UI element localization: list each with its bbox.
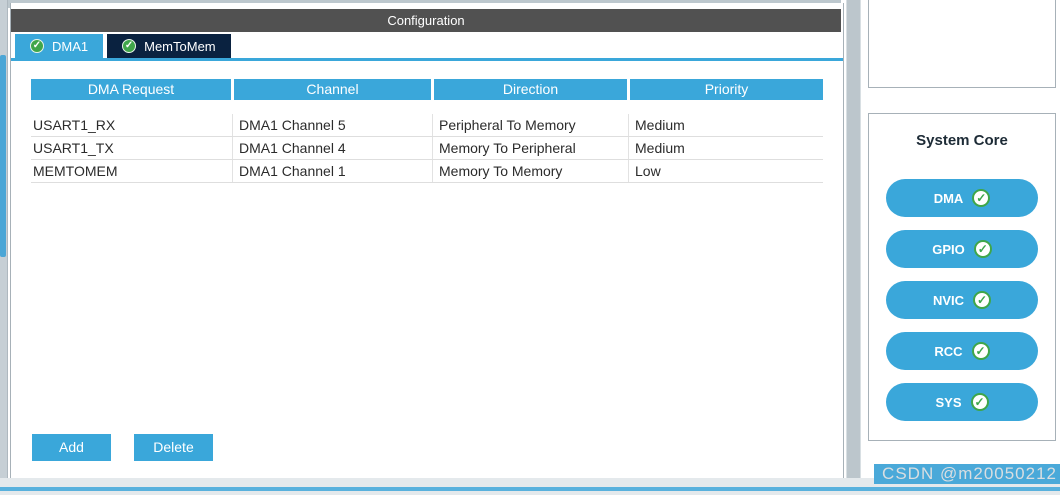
- watermark: CSDN @m20050212: [874, 464, 1060, 484]
- dma-request-table: DMA Request Channel Direction Priority U…: [31, 79, 823, 183]
- column-header-dma-request: DMA Request: [31, 79, 231, 100]
- table-row[interactable]: USART1_TX DMA1 Channel 4 Memory To Perip…: [31, 137, 823, 160]
- cell-dma-request[interactable]: USART1_RX: [33, 117, 116, 133]
- peripheral-button-sys[interactable]: SYS ✓: [886, 383, 1038, 421]
- cell-priority[interactable]: Medium: [628, 137, 823, 159]
- cell-priority[interactable]: Medium: [628, 114, 823, 136]
- check-icon: ✓: [973, 291, 992, 309]
- peripheral-label: NVIC: [932, 292, 965, 308]
- check-icon: ✓: [971, 342, 990, 360]
- check-icon: ✓: [973, 240, 992, 258]
- cell-channel[interactable]: DMA1 Channel 5: [232, 114, 431, 136]
- column-header-channel: Channel: [234, 79, 431, 100]
- cell-channel[interactable]: DMA1 Channel 1: [232, 160, 431, 182]
- configuration-panel: Configuration ✓ DMA1 ✓ MemToMem DMA Requ…: [10, 3, 844, 479]
- side-empty-box: [868, 0, 1056, 88]
- check-icon: ✓: [970, 393, 989, 411]
- tab-underline: [11, 58, 843, 61]
- table-header-row: DMA Request Channel Direction Priority: [31, 79, 823, 100]
- system-core-panel: System Core DMA ✓ GPIO ✓ NVIC ✓ RCC ✓ SY…: [868, 113, 1056, 441]
- column-header-direction: Direction: [434, 79, 627, 100]
- table-row[interactable]: USART1_RX DMA1 Channel 5 Peripheral To M…: [31, 114, 823, 137]
- cell-dma-request[interactable]: MEMTOMEM: [33, 163, 118, 179]
- cell-priority[interactable]: Low: [628, 160, 823, 182]
- peripheral-button-dma[interactable]: DMA ✓: [886, 179, 1038, 217]
- left-scrollbar-thumb[interactable]: [0, 55, 6, 257]
- tab-label: DMA1: [52, 38, 89, 54]
- table-row[interactable]: MEMTOMEM DMA1 Channel 1 Memory To Memory…: [31, 160, 823, 183]
- left-scrollbar-track[interactable]: [0, 0, 8, 495]
- add-button[interactable]: Add: [32, 434, 111, 461]
- check-icon: ✓: [122, 39, 137, 53]
- system-core-title: System Core: [916, 132, 1008, 149]
- tab-label: MemToMem: [144, 38, 216, 54]
- tab-dma1[interactable]: ✓ DMA1: [15, 34, 104, 58]
- cell-channel[interactable]: DMA1 Channel 4: [232, 137, 431, 159]
- peripheral-label: DMA: [933, 190, 964, 206]
- peripheral-label: GPIO: [932, 241, 965, 257]
- delete-button[interactable]: Delete: [134, 434, 213, 461]
- peripheral-label: RCC: [934, 343, 963, 359]
- peripheral-button-nvic[interactable]: NVIC ✓: [886, 281, 1038, 319]
- cell-direction[interactable]: Memory To Memory: [432, 160, 627, 182]
- check-icon: ✓: [30, 39, 44, 53]
- tab-bar: ✓ DMA1 ✓ MemToMem: [15, 34, 231, 58]
- peripheral-label: SYS: [935, 394, 962, 410]
- cell-direction[interactable]: Memory To Peripheral: [432, 137, 627, 159]
- peripheral-button-gpio[interactable]: GPIO ✓: [886, 230, 1038, 268]
- right-scrollbar-track[interactable]: [846, 0, 861, 478]
- peripheral-button-rcc[interactable]: RCC ✓: [886, 332, 1038, 370]
- cell-dma-request[interactable]: USART1_TX: [33, 140, 114, 156]
- panel-title: Configuration: [11, 9, 841, 32]
- column-header-priority: Priority: [630, 79, 823, 100]
- bottom-accent-line: [0, 487, 1060, 491]
- table-body: USART1_RX DMA1 Channel 5 Peripheral To M…: [31, 114, 823, 183]
- check-icon: ✓: [972, 189, 991, 207]
- tab-memtomem[interactable]: ✓ MemToMem: [107, 34, 231, 58]
- cell-direction[interactable]: Peripheral To Memory: [432, 114, 627, 136]
- peripheral-list: DMA ✓ GPIO ✓ NVIC ✓ RCC ✓ SYS ✓: [869, 179, 1055, 421]
